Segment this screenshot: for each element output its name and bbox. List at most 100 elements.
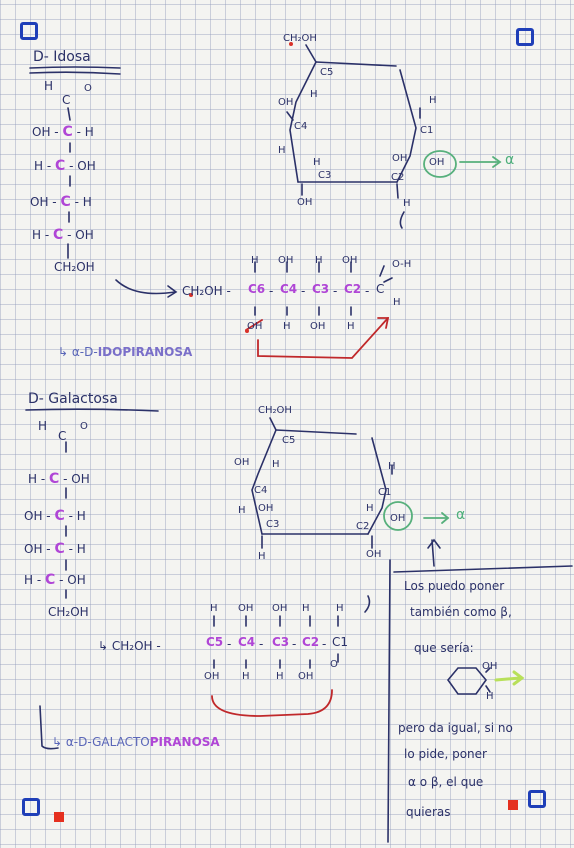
idosa-fischer-row: OH - C - H	[32, 125, 94, 139]
idosa-ring-c3-oh: OH	[297, 197, 313, 208]
galactosa-name-suffix: PIRANOSA	[149, 735, 220, 749]
galactosa-ring-c4-oh: OH	[234, 457, 250, 468]
idosa-name-suffix: IDOPIRANOSA	[97, 345, 193, 359]
fischer-left: H -	[24, 573, 42, 587]
galactosa-aldehyde-o: O	[80, 421, 88, 432]
galactosa-fischer-row: OH - C - H	[24, 542, 86, 556]
note-line: que sería:	[414, 641, 474, 655]
galactosa-title: D- Galactosa	[28, 391, 118, 407]
idosa-aldehyde-c: C	[62, 93, 71, 107]
note-line: Los puedo poner	[404, 579, 505, 593]
idosa-chain-c1-h: H	[393, 297, 401, 308]
red-square-mark-right	[508, 800, 518, 810]
idosa-chain-bottom-h: H	[283, 321, 291, 332]
galactosa-chain-bottom-h: H	[242, 671, 250, 682]
galactosa-chain-c4: C4	[238, 635, 256, 649]
idosa-ring-c1-oh: OH	[429, 157, 445, 168]
galactosa-name-prefix: ↳ α-D-GALACTO	[52, 735, 150, 749]
fischer-carbon: C	[49, 471, 60, 487]
galactosa-ring-c4: C4	[254, 485, 268, 496]
fischer-left: OH -	[24, 542, 51, 556]
galactosa-chain-top-oh: OH	[238, 603, 254, 614]
galactosa-chain-dash: -	[292, 637, 297, 651]
idosa-ring-c1: C1	[420, 125, 434, 136]
idosa-chain-top-h: H	[315, 255, 323, 266]
galactosa-ring-c1-oh: OH	[390, 513, 406, 524]
galactosa-chain-c3: C3	[272, 635, 290, 649]
idosa-chain-c4: C4	[280, 282, 298, 296]
idosa-fischer-ch2oh: CH₂OH	[54, 260, 95, 274]
idosa-chain-top-h: H	[251, 255, 259, 266]
page-corner-mark-bottom-right	[528, 790, 546, 808]
idosa-chain-dash: -	[333, 284, 338, 298]
fischer-carbon: C	[45, 572, 56, 588]
fischer-right: - OH	[67, 228, 94, 242]
fischer-right: - OH	[63, 472, 90, 486]
galactosa-ring-c2-oh: OH	[366, 549, 382, 560]
idosa-chain-bottom-h: H	[347, 321, 355, 332]
fischer-right: - H	[68, 542, 86, 556]
idosa-chain-bottom-oh: OH	[310, 321, 326, 332]
idosa-ring-c2: C2	[391, 172, 405, 183]
fischer-right: - H	[68, 509, 86, 523]
fischer-carbon: C	[60, 194, 71, 210]
note-line: lo pide, poner	[404, 747, 487, 761]
idosa-aldehyde-h: H	[44, 79, 54, 93]
idosa-ring-c4-oh: OH	[278, 97, 294, 108]
fischer-left: H -	[32, 228, 50, 242]
idosa-title: D- Idosa	[33, 49, 91, 65]
fischer-carbon: C	[54, 508, 65, 524]
idosa-chain-o-h: O-H	[392, 259, 412, 270]
idosa-chain-top-oh: OH	[278, 255, 294, 266]
idosa-chain-dash: -	[365, 284, 370, 298]
galactosa-ring-c4-h: H	[238, 505, 246, 516]
galactosa-ring-c5: C5	[282, 435, 296, 446]
idosa-name-prefix: ↳ α-D-	[58, 345, 98, 359]
fischer-left: OH -	[24, 509, 51, 523]
idosa-ring-c4: C4	[294, 121, 308, 132]
idosa-ring-c2-oh: OH	[392, 153, 408, 164]
idosa-ring-c3: C3	[318, 170, 332, 181]
idosa-chain-c6: C6	[248, 282, 266, 296]
galactosa-chain-top-h: H	[302, 603, 310, 614]
page-corner-mark-top-left	[20, 22, 38, 40]
fischer-left: OH -	[32, 125, 59, 139]
galactosa-chain-dash: -	[227, 637, 232, 651]
galactosa-chain-top-h: H	[336, 603, 344, 614]
galactosa-chain-top-h: H	[210, 603, 218, 614]
galactosa-ring-c3-oh: OH	[258, 503, 274, 514]
idosa-fischer-row: H - C - OH	[32, 228, 94, 242]
fischer-left: H -	[34, 159, 52, 173]
idosa-ring-ch2oh: CH₂OH	[283, 33, 317, 44]
note-line: α o β, el que	[408, 775, 484, 789]
galactosa-ring-c3: C3	[266, 519, 280, 530]
galactosa-chain-c5: C5	[206, 635, 224, 649]
idosa-ring-c5-h: H	[310, 89, 318, 100]
idosa-alpha-label: α	[505, 152, 515, 168]
fischer-carbon: C	[55, 158, 66, 174]
galactosa-ring-c5-h: H	[272, 459, 280, 470]
fischer-carbon: C	[54, 541, 65, 557]
fischer-left: H -	[28, 472, 46, 486]
galactosa-chain-top-oh: OH	[272, 603, 288, 614]
galactosa-aldehyde-c: C	[58, 429, 67, 443]
galactosa-chain-bottom-oh: OH	[204, 671, 220, 682]
idosa-chain-start: CH₂OH -	[182, 284, 231, 298]
idosa-chain-c2: C2	[344, 282, 362, 296]
idosa-chain-dash: -	[269, 284, 274, 298]
fischer-carbon: C	[62, 124, 73, 140]
idosa-ring-c1-h: H	[429, 95, 437, 106]
galactosa-ring-c2-h: H	[366, 503, 374, 514]
idosa-ring-c2-h: H	[403, 198, 411, 209]
galactosa-fischer-row: OH - C - H	[24, 509, 86, 523]
idosa-chain-bottom-oh: OH	[247, 321, 263, 332]
idosa-name: ↳ α-D-IDOPIRANOSA	[58, 346, 192, 358]
fischer-right: - H	[74, 195, 92, 209]
galactosa-ring-ch2oh: CH₂OH	[258, 405, 292, 416]
galactosa-ring-c3-h: H	[258, 551, 266, 562]
idosa-chain-c3: C3	[312, 282, 330, 296]
idosa-ring-c3-h: H	[313, 157, 321, 168]
fischer-carbon: C	[53, 227, 64, 243]
galactosa-chain-c1: C1	[332, 635, 349, 649]
